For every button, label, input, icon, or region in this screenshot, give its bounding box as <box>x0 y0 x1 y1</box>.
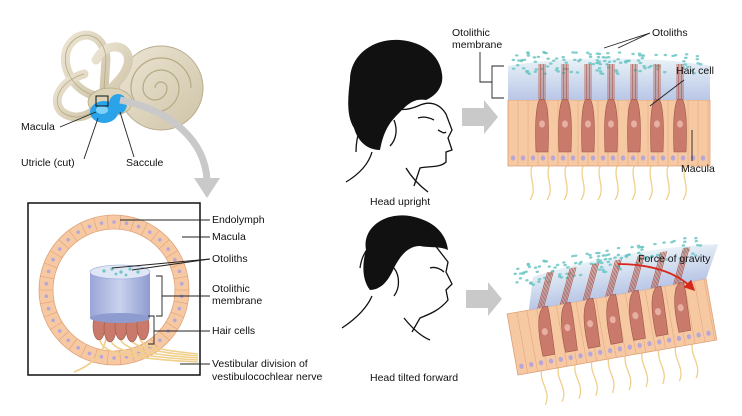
macula-cross-section <box>27 202 201 376</box>
label-endolymph: Endolymph <box>212 214 265 226</box>
upright-labels: Otolithic membrane Otoliths Hair cell Ma… <box>452 27 715 175</box>
label-nerve-2: vestibulocochlear nerve <box>212 371 322 383</box>
zoom-arrow <box>119 96 220 198</box>
tilted-nerve-fibers <box>540 344 699 405</box>
label-otoliths-inset: Otoliths <box>212 253 248 265</box>
label-gravity: Force of gravity <box>638 253 711 265</box>
label-macula-up: Macula <box>681 163 715 175</box>
zoom-box <box>95 95 109 107</box>
cochlea <box>118 45 204 131</box>
label-hair-cells: Hair cells <box>212 325 255 337</box>
label-membrane-up-2: membrane <box>452 39 502 51</box>
hair-tilted <box>363 215 448 290</box>
inset-labels: Endolymph Macula Otoliths Otolithic memb… <box>111 214 322 383</box>
gravity-indicator: Force of gravity <box>617 253 711 292</box>
tilted-otoliths <box>513 236 703 286</box>
label-macula-ear: Macula <box>21 121 55 133</box>
inset-otoliths <box>102 267 140 277</box>
label-otoliths-up: Otoliths <box>652 27 688 39</box>
inner-ear-illustration <box>52 30 204 131</box>
inset-otolithic-membrane <box>89 264 151 323</box>
label-saccule: Saccule <box>126 157 164 169</box>
label-membrane-inset-2: membrane <box>212 295 262 307</box>
arrow-upright <box>462 100 498 134</box>
label-utricle: Utricle (cut) <box>21 157 75 169</box>
upright-supporting-cells <box>507 100 709 166</box>
macula-tilted <box>506 236 719 405</box>
hair-upright <box>348 39 443 150</box>
label-nerve-1: Vestibular division of <box>212 358 308 370</box>
ear-labels: Macula Utricle (cut) Saccule <box>21 111 164 169</box>
label-macula-inset: Macula <box>212 231 246 243</box>
caption-head-tilted: Head tilted forward <box>370 372 458 384</box>
arrow-tilted <box>466 282 502 316</box>
caption-head-upright: Head upright <box>370 196 430 208</box>
label-membrane-up-1: Otolithic <box>452 27 490 39</box>
label-hair-cell-up: Hair cell <box>676 65 714 77</box>
upright-hair-cells <box>535 64 687 153</box>
upright-nerve-fibers <box>529 165 687 201</box>
label-membrane-inset-1: Otolithic <box>212 283 250 295</box>
macula-upright <box>507 50 711 201</box>
tilted-hair-cells <box>537 247 692 357</box>
